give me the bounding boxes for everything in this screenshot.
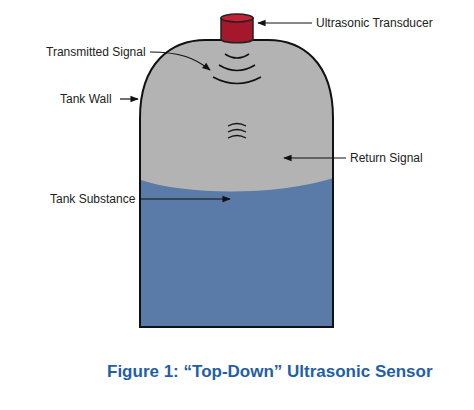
transducer-label: Ultrasonic Transducer [316, 16, 433, 30]
leader-lines [120, 23, 346, 199]
wall-label: Tank Wall [60, 92, 112, 106]
transmitted-waves [213, 54, 261, 84]
return-waves [228, 124, 246, 139]
transducer [221, 14, 253, 43]
substance-label: Tank Substance [50, 192, 135, 206]
signal-label: Return Signal [350, 151, 423, 165]
figure-caption: Figure 1: “Top-Down” Ultrasonic Sensor [107, 362, 433, 382]
tank-substance [130, 174, 345, 340]
tank-wall [140, 40, 333, 327]
signal-label: Transmitted Signal [46, 45, 146, 59]
